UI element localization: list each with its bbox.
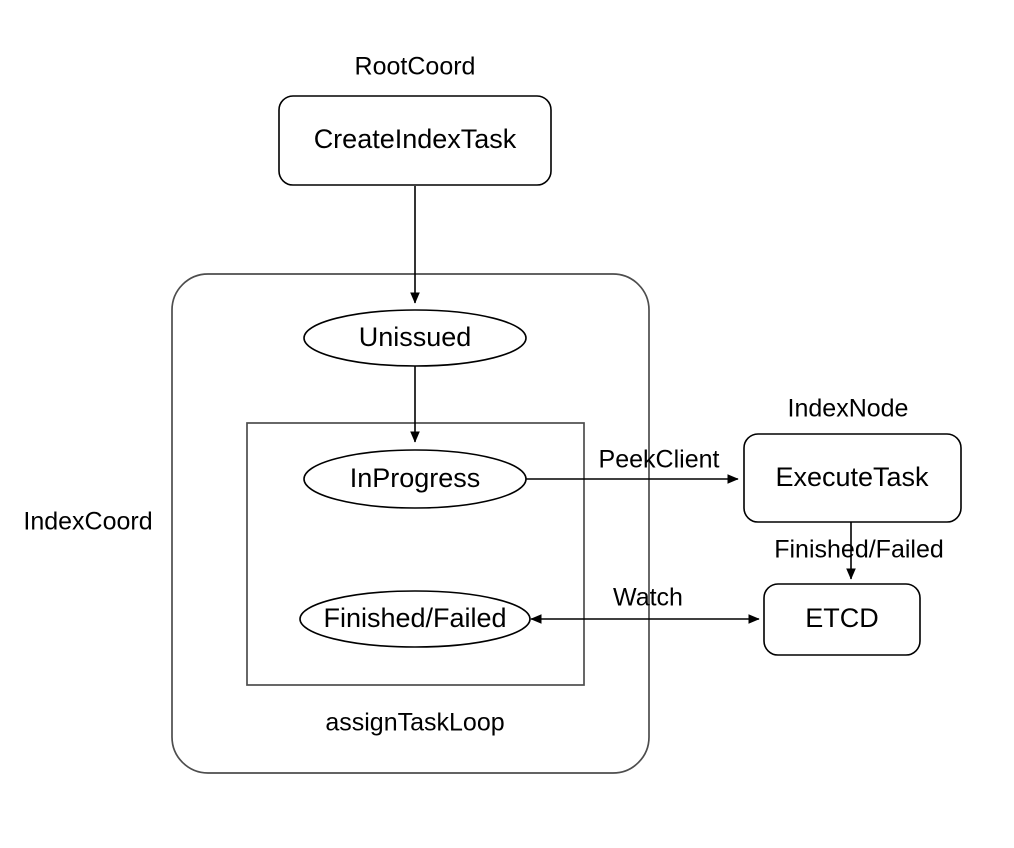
- group-label-indexnode: IndexNode: [788, 395, 909, 423]
- node-inprogress-label: InProgress: [350, 463, 481, 493]
- node-executetask-shape[interactable]: [743, 433, 962, 523]
- node-etcd[interactable]: ETCD: [763, 583, 921, 656]
- group-label-indexcoord: IndexCoord: [23, 508, 152, 536]
- node-inprogress-shape[interactable]: [303, 449, 527, 509]
- node-executetask[interactable]: ExecuteTask: [743, 433, 962, 523]
- node-createindextask-label: CreateIndexTask: [314, 124, 517, 154]
- edge-label-peekclient: PeekClient: [599, 446, 720, 474]
- node-createindextask[interactable]: CreateIndexTask: [278, 95, 552, 186]
- node-finishedfailed[interactable]: Finished/Failed: [299, 590, 531, 648]
- node-createindextask-shape[interactable]: [278, 95, 552, 186]
- node-unissued-label: Unissued: [359, 322, 472, 352]
- node-finishedfailed-shape[interactable]: [299, 590, 531, 648]
- node-unissued-shape[interactable]: [303, 309, 527, 367]
- node-inprogress[interactable]: InProgress: [303, 449, 527, 509]
- node-executetask-label: ExecuteTask: [775, 462, 929, 492]
- edge-label-watch: Watch: [613, 584, 683, 612]
- node-etcd-label: ETCD: [805, 603, 879, 633]
- node-finishedfailed-label: Finished/Failed: [323, 603, 506, 633]
- node-unissued[interactable]: Unissued: [303, 309, 527, 367]
- node-etcd-shape[interactable]: [763, 583, 921, 656]
- group-indexcoord-container: [171, 273, 650, 774]
- edge-label-finishedfailed: Finished/Failed: [774, 536, 944, 564]
- group-label-assigntaskloop: assignTaskLoop: [325, 709, 504, 737]
- group-label-rootcoord: RootCoord: [355, 53, 476, 81]
